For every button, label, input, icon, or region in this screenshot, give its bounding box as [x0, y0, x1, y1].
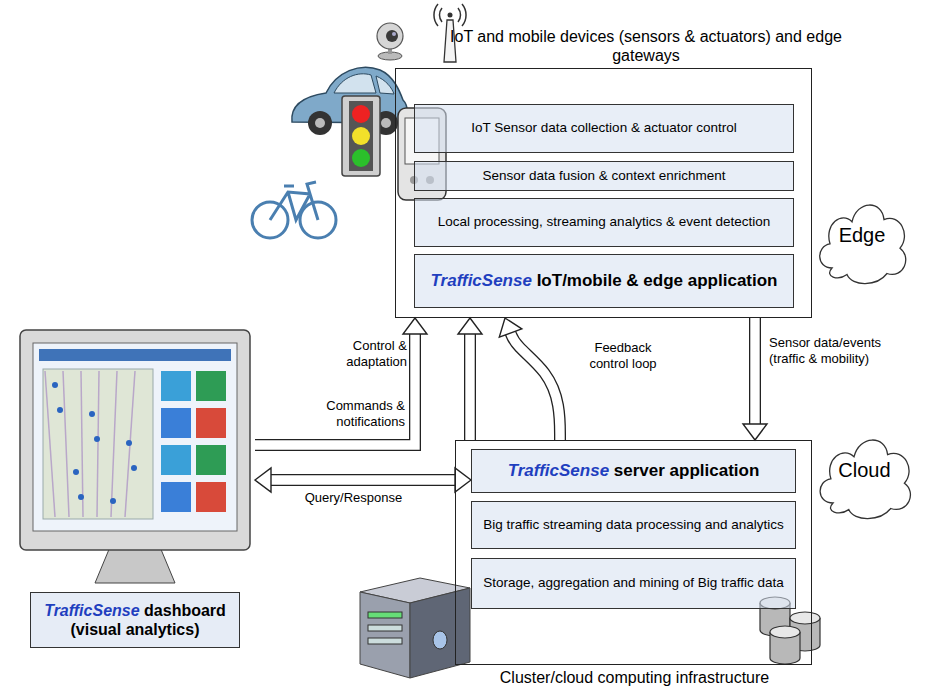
arrow-fill	[255, 333, 415, 445]
arrow-fill	[750, 318, 759, 425]
cloud-label: Cloud	[838, 458, 890, 482]
bicycle-icon	[252, 182, 336, 238]
arrow-outline	[255, 333, 415, 445]
block-arrow	[255, 468, 471, 492]
tier-heading: IoT and mobile devices (sensors & actuat…	[436, 27, 856, 65]
edge-tier-box: IoT Sensor data collection & actuator co…	[395, 68, 812, 318]
box-label: TrafficSense server application	[508, 461, 760, 481]
arrow-head	[255, 468, 271, 492]
connector-label: Feedback control loop	[582, 340, 664, 371]
box-label: IoT Sensor data collection & actuator co…	[471, 120, 736, 136]
cloud-shape: Edge	[812, 180, 912, 290]
cloud-label: Edge	[839, 223, 886, 247]
block-arrow	[499, 318, 560, 440]
traffic-light-icon	[342, 96, 380, 176]
process-box: Local processing, streaming analytics & …	[414, 198, 794, 247]
cloud-shape: Cloud	[812, 415, 917, 525]
process-box: Big traffic streaming data processing an…	[471, 501, 796, 549]
application-box: TrafficSense IoT/mobile & edge applicati…	[414, 254, 794, 308]
application-box: TrafficSense server application	[471, 449, 796, 493]
arrow-fill	[465, 333, 474, 440]
box-label: Big traffic streaming data processing an…	[483, 517, 784, 533]
process-box: Sensor data fusion & context enrichment	[414, 161, 794, 191]
connector-label: Query/Response	[285, 490, 422, 506]
cloud-tier-box: TrafficSense server applicationBig traff…	[455, 440, 812, 665]
box-label: TrafficSense dashboard (visual analytics…	[37, 601, 233, 639]
arrow-outline	[510, 332, 560, 440]
arrow-head	[743, 424, 767, 440]
dashboard-label-box: TrafficSense dashboard (visual analytics…	[30, 592, 240, 648]
connector-label: Commands & notifications	[298, 398, 406, 429]
process-box: IoT Sensor data collection & actuator co…	[414, 104, 794, 153]
block-arrow	[743, 318, 767, 440]
block-arrow	[458, 318, 482, 440]
arrow-outline	[464, 333, 476, 440]
arrow-outline	[749, 318, 761, 425]
box-label: Local processing, streaming analytics & …	[438, 214, 770, 230]
dashboard-monitor: TrafficSense dashboard (visual analytics…	[15, 325, 255, 650]
server-icon	[360, 578, 470, 678]
arrow-outline	[270, 474, 456, 486]
block-arrow	[255, 318, 427, 445]
process-box: Storage, aggregation and mining of Big t…	[471, 558, 796, 609]
arrow-head	[455, 468, 471, 492]
box-label: Sensor data fusion & context enrichment	[482, 168, 725, 184]
arrow-head	[499, 318, 522, 337]
tier-heading: Cluster/cloud computing infrastructure	[436, 668, 833, 687]
connector-label: Control & adaptation	[338, 338, 408, 369]
arrow-fill	[510, 332, 560, 440]
arrow-fill	[270, 475, 456, 484]
box-label: TrafficSense IoT/mobile & edge applicati…	[430, 271, 777, 291]
arrow-head	[403, 318, 427, 334]
connector-label: Sensor data/events (traffic & mobility)	[768, 335, 900, 366]
box-label: Storage, aggregation and mining of Big t…	[483, 575, 784, 591]
webcam-icon	[377, 23, 403, 60]
arrow-head	[458, 318, 482, 334]
